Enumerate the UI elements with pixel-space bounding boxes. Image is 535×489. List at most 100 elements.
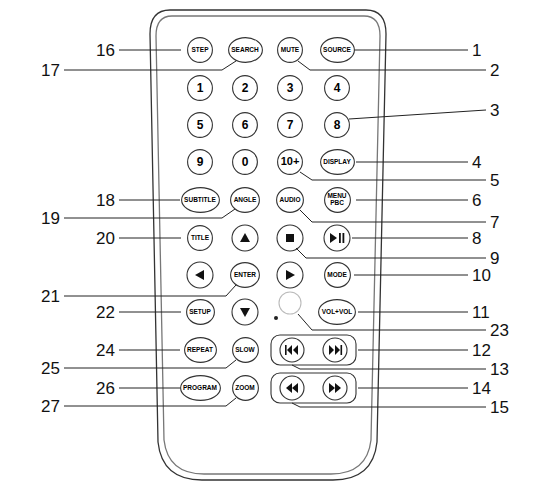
callout-number: 17: [41, 62, 60, 79]
down-icon: [240, 308, 250, 317]
leader-line: [300, 172, 486, 180]
remote-button: 2: [232, 75, 258, 101]
remote-button: 4: [324, 75, 350, 101]
left-icon: [195, 270, 204, 280]
button-outline: [181, 188, 219, 213]
button-outline: [233, 150, 258, 175]
button-outline: [188, 113, 213, 138]
leader-line: [119, 238, 181, 239]
remote-button: AUDIO: [276, 187, 304, 213]
button-label: STEP: [192, 47, 209, 54]
button-outline: [233, 113, 258, 138]
button-outline: [319, 300, 356, 325]
button-label: MODE: [327, 272, 347, 279]
prev-icon: [287, 345, 292, 355]
button-label: 2: [242, 82, 249, 95]
leader-line: [64, 61, 236, 70]
button-outline: [228, 38, 262, 63]
next-icon: [335, 345, 340, 355]
pause-icon: [343, 233, 345, 243]
remote-housing: [150, 10, 386, 480]
leader-line: [119, 312, 181, 313]
button-label: 9: [197, 156, 204, 169]
callout-number: 3: [490, 102, 499, 119]
leader-line: [358, 312, 468, 313]
remote-button: 10+: [277, 149, 303, 175]
callout-number: 13: [490, 361, 509, 378]
left-button: [187, 262, 213, 288]
leader-line: [300, 210, 486, 222]
callout-number: 11: [472, 304, 490, 321]
button-outline: [188, 76, 213, 101]
callout-number: 19: [41, 210, 60, 227]
remote-button: 7: [277, 112, 303, 138]
right-icon: [286, 270, 295, 280]
leader-line: [349, 110, 486, 119]
button-label: 0: [242, 156, 249, 169]
button-label: ZOOM: [235, 385, 255, 392]
up-icon: [240, 233, 250, 242]
callout-number: 18: [96, 192, 115, 209]
remote-button: SLOW: [232, 337, 259, 363]
callout-number: 24: [96, 342, 115, 359]
leader-line: [119, 350, 180, 351]
button-outline: [232, 376, 258, 401]
remote-button: 3: [277, 75, 303, 101]
button-outline: [324, 263, 350, 288]
remote-button: ZOOM: [232, 375, 259, 401]
remote-button: MODE: [324, 262, 351, 288]
callout-number: 4: [472, 154, 481, 171]
callout-number: 20: [96, 230, 115, 247]
button-label: ANGLE: [234, 197, 257, 204]
button-label: 8: [334, 119, 341, 132]
button-outline: [232, 338, 258, 363]
leader-line: [64, 360, 236, 368]
button-outline: [184, 338, 216, 363]
prev-icon: [285, 345, 287, 355]
forward-icon: [329, 383, 335, 393]
button-label: AUDIO: [280, 197, 301, 204]
pause-icon: [339, 233, 341, 243]
remote-button: DISPLAY: [320, 149, 355, 175]
remote-button: MENU PBC: [324, 187, 351, 213]
button-label: SOURCE: [323, 47, 351, 54]
remote-button: SETUP: [186, 299, 215, 325]
button-label: 1: [197, 82, 204, 95]
prev-icon: [293, 345, 298, 355]
rewind-icon: [286, 383, 292, 393]
button-outline: [320, 150, 354, 175]
remote-button: ENTER: [230, 262, 260, 288]
button-outline: [278, 113, 303, 138]
callout-number: 9: [490, 250, 499, 267]
button-outline: [278, 150, 303, 175]
remote-inner-edge: [156, 16, 380, 474]
remote-button: VOL+VOL: [318, 299, 356, 325]
button-outline: [186, 300, 214, 325]
callout-number: 15: [490, 399, 509, 416]
button-label: PROGRAM: [183, 385, 217, 392]
button-outline: [325, 113, 350, 138]
button-outline: [278, 38, 303, 63]
next-icon: [329, 345, 334, 355]
button-label: MUTE: [281, 47, 299, 54]
ir-sensor: [279, 292, 301, 314]
play-icon: [330, 233, 337, 243]
remote-button: TITLE: [187, 225, 213, 251]
stop-button: [277, 225, 303, 251]
callout-number: 6: [472, 192, 481, 209]
leader-line: [292, 365, 486, 369]
forward-icon: [335, 383, 341, 393]
next-icon: [341, 345, 343, 355]
remote-button: SEARCH: [228, 37, 263, 63]
button-label: VOL+VOL: [322, 309, 353, 316]
up-button: [232, 225, 258, 251]
leader-line: [119, 50, 181, 51]
remote-button: 1: [187, 75, 213, 101]
button-outline: [325, 76, 350, 101]
sensor-dot: [274, 316, 278, 320]
button-label: SLOW: [235, 347, 255, 354]
leader-line: [354, 50, 468, 51]
skip-frame: [271, 335, 356, 365]
play-pause-button: [324, 225, 350, 251]
